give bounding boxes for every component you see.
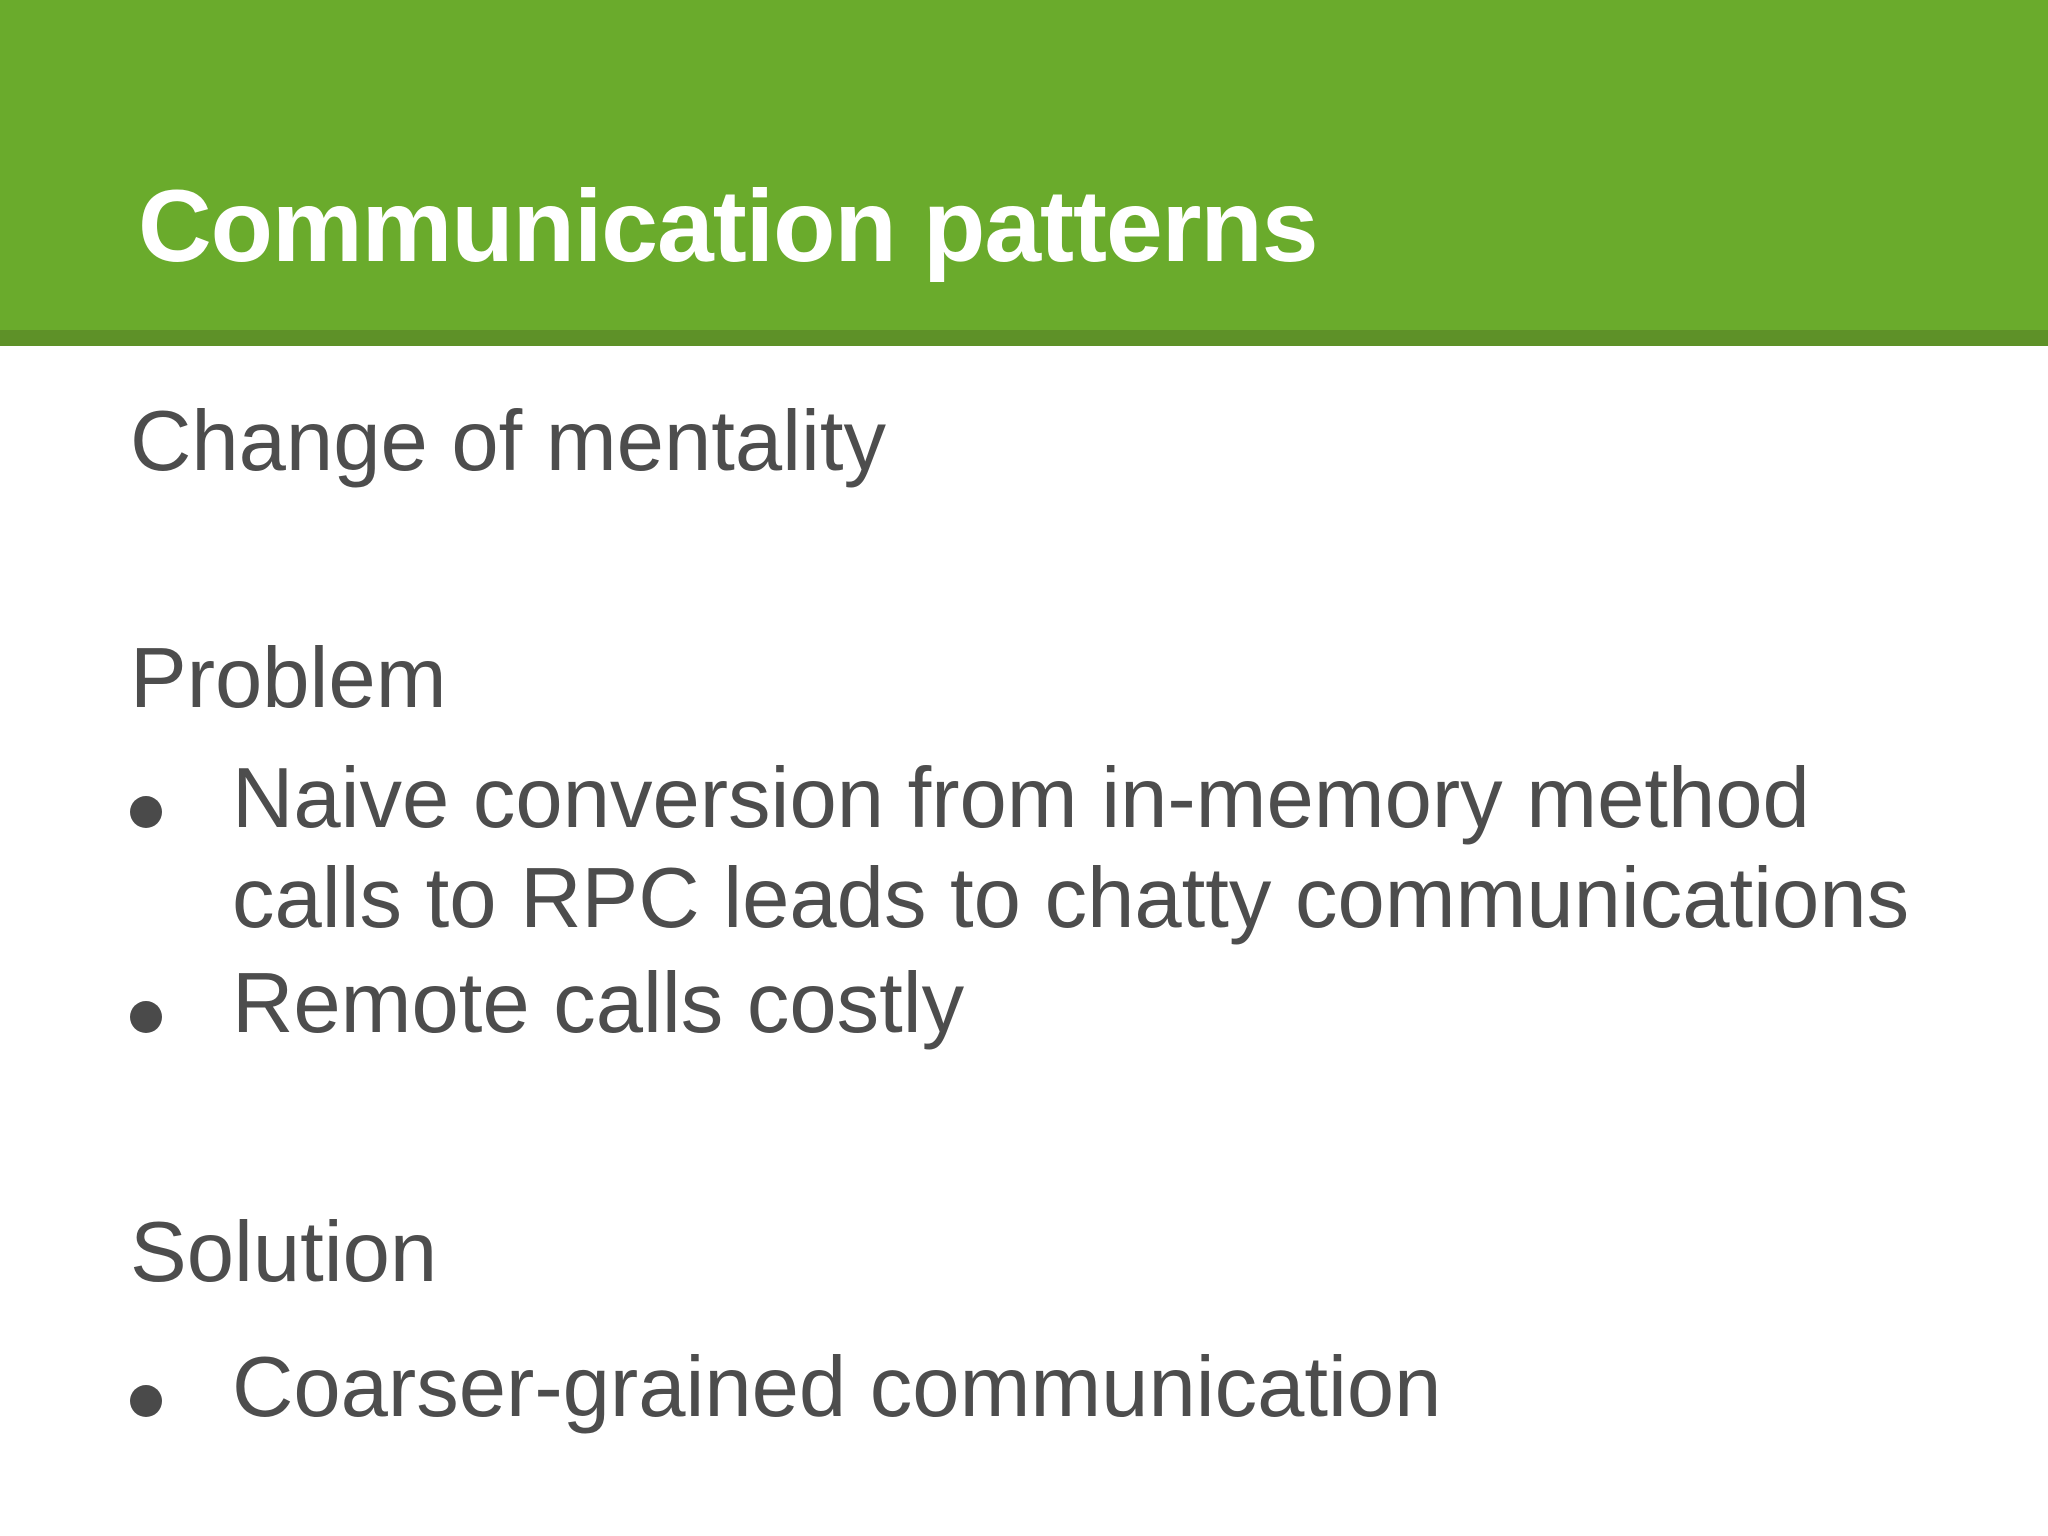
bullet-text-remote-calls: Remote calls costly (232, 956, 965, 1051)
section-heading-change-of-mentality: Change of mentality (130, 394, 886, 489)
slide-title: Communication patterns (138, 169, 1318, 283)
list-item: Coarser-grained communication (130, 1338, 1441, 1438)
bullet-text-naive-conversion: Naive conversion from in-memory method c… (232, 751, 1910, 946)
section-heading-solution: Solution (130, 1205, 438, 1300)
section-heading-problem: Problem (130, 631, 447, 726)
list-item: Remote calls costly (130, 954, 964, 1054)
bullet-text-coarser-grained: Coarser-grained communication (232, 1340, 1442, 1435)
bullet-icon (130, 1385, 162, 1417)
bullet-icon (130, 1001, 162, 1033)
slide-header-bar: Communication patterns (0, 0, 2048, 346)
list-item: Naive conversion from in-memory method c… (130, 749, 1932, 949)
bullet-icon (130, 796, 162, 828)
